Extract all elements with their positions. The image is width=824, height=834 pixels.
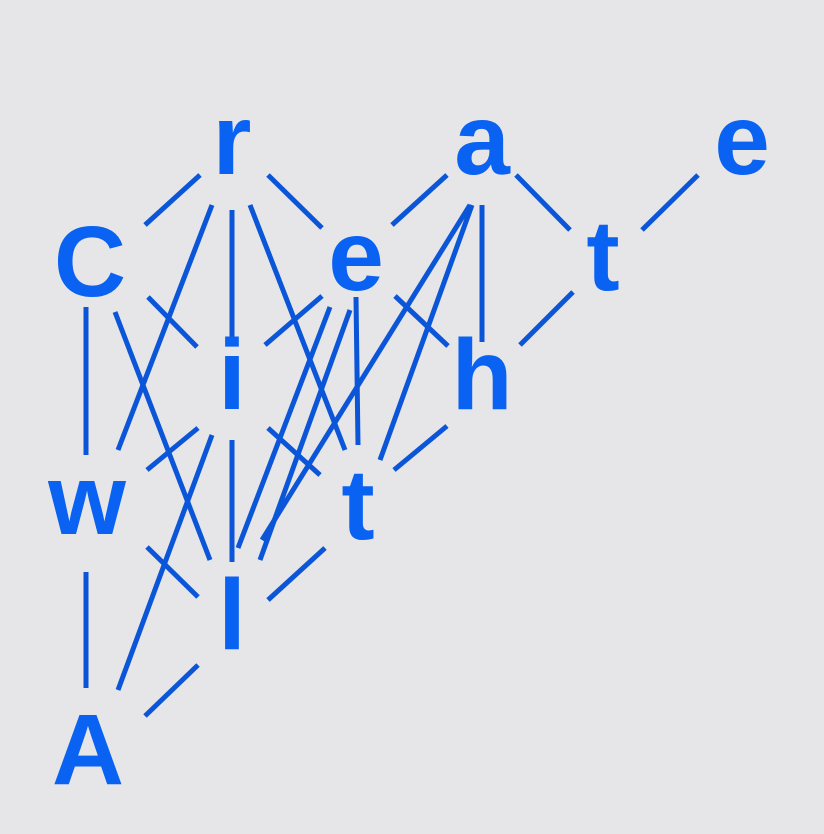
connector-line [146, 295, 199, 349]
connector-line [377, 204, 475, 461]
letter-node-t-mid: t [341, 449, 374, 561]
graph-edges [83, 173, 700, 718]
letter-node-i: i [218, 319, 246, 431]
connector-line [266, 173, 324, 230]
letter-node-w: w [47, 444, 126, 556]
connector-line [353, 296, 361, 446]
connector-line [112, 311, 213, 561]
connector-line [514, 173, 572, 232]
connector-line [143, 663, 200, 718]
connector-line [390, 173, 449, 227]
connector-line [266, 546, 327, 602]
connector-line [115, 434, 215, 691]
letter-node-A: A [52, 694, 124, 806]
connector-line [518, 290, 575, 347]
connector-line [392, 424, 449, 472]
letter-node-r: r [213, 84, 252, 196]
letter-node-e-mid: e [328, 200, 384, 312]
connector-line [143, 173, 202, 227]
letter-node-l: l [218, 559, 246, 671]
connector-line [115, 204, 215, 451]
connector-line [247, 204, 348, 451]
letter-node-t-right: t [586, 200, 619, 312]
letter-node-e-top: e [714, 84, 770, 196]
connector-line [393, 294, 450, 348]
connector-line [259, 203, 473, 542]
connector-line [145, 426, 200, 472]
letter-node-c: C [54, 206, 126, 318]
letter-node-h: h [451, 319, 512, 431]
connector-line [640, 173, 700, 232]
connector-line [266, 426, 322, 477]
connector-line [235, 306, 333, 549]
letter-node-a: a [454, 84, 511, 196]
connector-line [145, 545, 200, 599]
graph-letters: C r a e e t i h w t l A [47, 84, 770, 806]
